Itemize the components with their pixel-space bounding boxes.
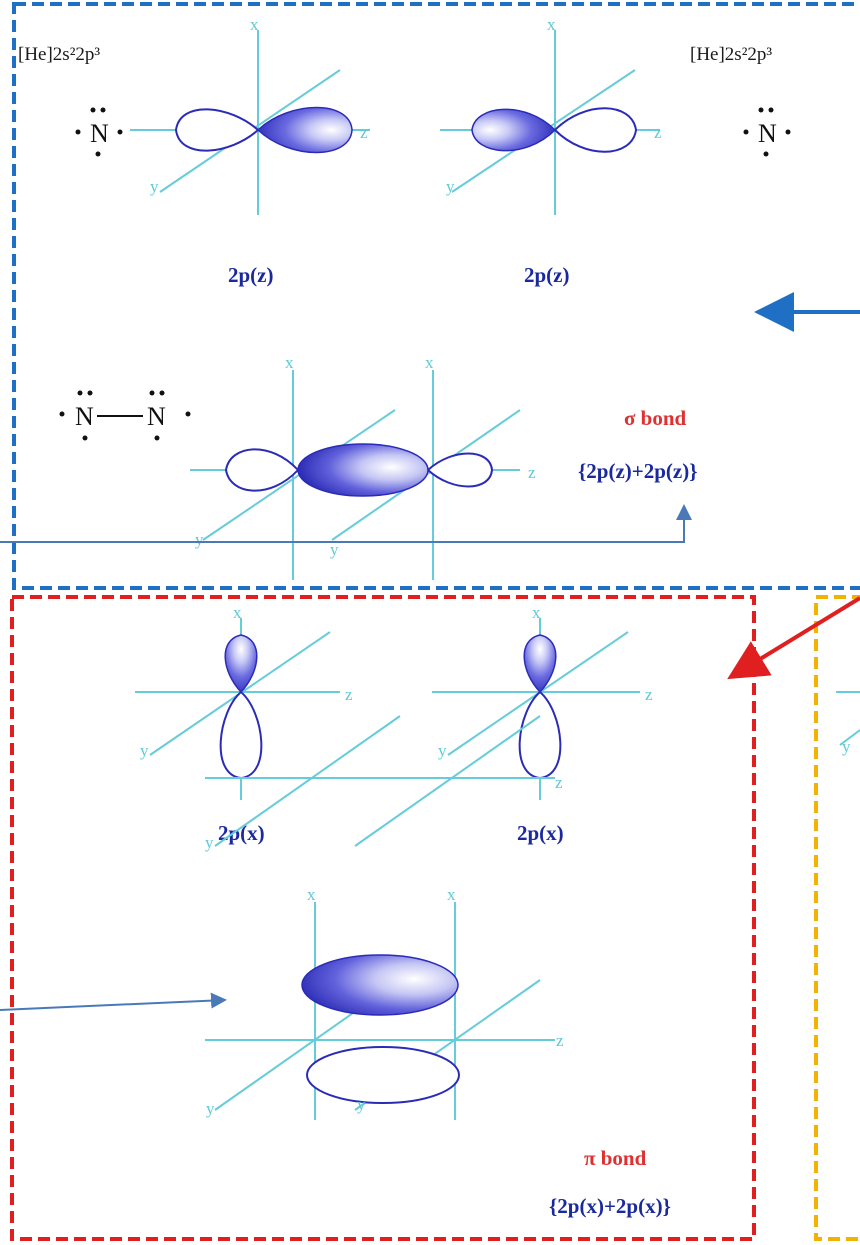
partial-axis: [839, 729, 860, 746]
label-2pz-left: 2p(z): [228, 263, 274, 287]
axis-x-label: x: [285, 353, 294, 372]
formula-pointer-arrow: [0, 504, 692, 543]
sigma-bond-title: σ bond: [624, 406, 687, 430]
orbital-2pz-left: x z y: [130, 15, 370, 215]
partial-y-label: y: [842, 737, 851, 756]
third-frame: [814, 595, 860, 1241]
axis-x-label: x: [250, 15, 259, 34]
axis-z-label: z: [654, 123, 662, 142]
pi-bond-title: π bond: [584, 1146, 647, 1170]
config-right: [He]2s²2p³: [690, 44, 772, 65]
pi-pointer-small: [0, 992, 227, 1011]
axis-x-label: x: [425, 353, 434, 372]
axis-y-label: y: [330, 540, 339, 559]
axis-y-label: y: [150, 177, 159, 196]
lewis-n-right: N: [743, 107, 791, 157]
sigma-bond-orbital: x x z y y: [190, 353, 536, 580]
axis-y-label: y: [446, 177, 455, 196]
label-2px-left: 2p(x): [218, 821, 265, 845]
axis-z-label: z: [528, 463, 536, 482]
orbital-2px-right: x z y: [432, 603, 653, 800]
orbital-2px-left: x z y: [135, 603, 353, 800]
pi-bond-formula: {2p(x)+2p(x)}: [549, 1194, 671, 1218]
atom-symbol: N: [75, 402, 94, 431]
axis-y-label: y: [195, 530, 204, 549]
label-2pz-right: 2p(z): [524, 263, 570, 287]
sigma-bond-formula: {2p(z)+2p(z)}: [578, 459, 698, 483]
atom-symbol: N: [758, 119, 777, 148]
axis-y-label: y: [205, 833, 214, 852]
atom-symbol: N: [90, 119, 109, 148]
pi-frame: [10, 595, 756, 1241]
axis-z-label: z: [556, 1031, 564, 1050]
atom-symbol: N: [147, 402, 166, 431]
axis-x-label: x: [447, 885, 456, 904]
pi-pointer-arrow: [727, 596, 860, 680]
axis-x-label: x: [547, 15, 556, 34]
axis-z-label: z: [360, 123, 368, 142]
lewis-n2: N N: [59, 390, 191, 441]
axis-y-label: y: [140, 741, 149, 760]
axis-z-label: z: [555, 773, 563, 792]
pi-lobe-top: [301, 954, 459, 1016]
axis-z-label: z: [645, 685, 653, 704]
sigma-frame: [12, 2, 860, 590]
axis-x-label: x: [532, 603, 541, 622]
lewis-n-left: N: [75, 107, 123, 157]
config-left: [He]2s²2p³: [18, 44, 100, 65]
label-2px-right: 2p(x): [517, 821, 564, 845]
axis-x-label: x: [233, 603, 242, 622]
axis-y-label: y: [438, 741, 447, 760]
orbital-2pz-right: x z y: [440, 15, 662, 215]
pi-lobe-bottom: [306, 1046, 460, 1104]
axis-y-label: y: [206, 1099, 215, 1118]
axis-y-label: y: [357, 1095, 366, 1114]
axis-z-label: z: [345, 685, 353, 704]
axis-x-label: x: [307, 885, 316, 904]
